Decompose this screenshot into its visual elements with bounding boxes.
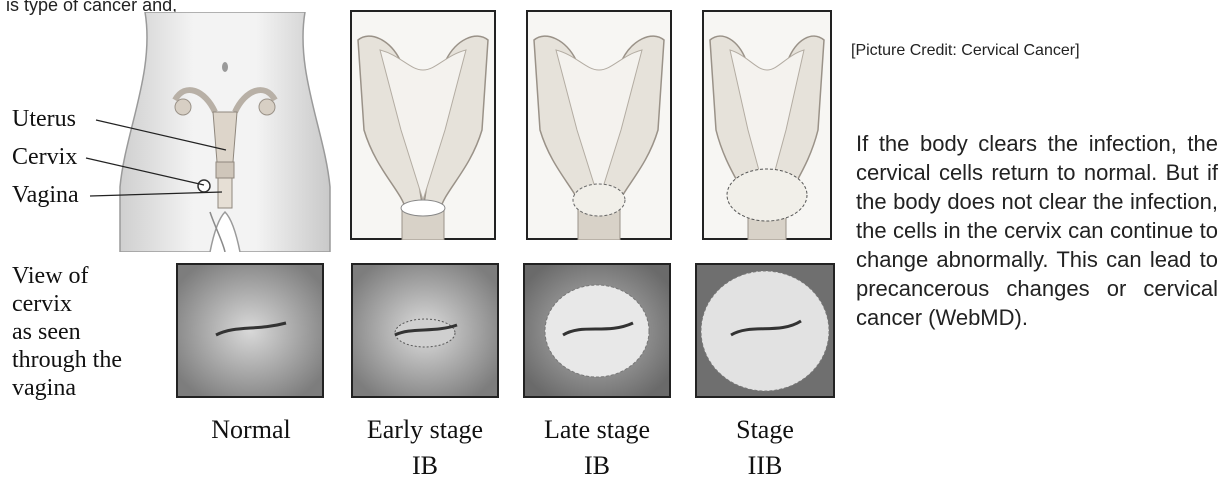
stage-label-line1: Stage bbox=[690, 412, 840, 448]
caption-line: as seen bbox=[12, 318, 172, 346]
cross-section-normal-early bbox=[350, 10, 496, 240]
cervical-cancer-stages-figure: is type of cancer and, Uterus Cervix bbox=[0, 0, 832, 479]
cervix-view-stage-iib bbox=[695, 263, 835, 398]
stage-label-line1: Late stage bbox=[522, 412, 672, 448]
anatomy-leader-lines bbox=[0, 0, 340, 240]
stage-label-late-ib: Late stage IB bbox=[522, 412, 672, 484]
caption-line: through the bbox=[12, 346, 172, 374]
cross-section-late-ib bbox=[526, 10, 672, 240]
stage-label-line1: Normal bbox=[176, 412, 326, 448]
cervix-view-late-ib bbox=[523, 263, 671, 398]
cross-section-stage-iib bbox=[702, 10, 832, 240]
stage-label-line1: Early stage bbox=[350, 412, 500, 448]
body-paragraph: If the body clears the infection, the ce… bbox=[856, 129, 1218, 332]
cervix-view-early-ib bbox=[351, 263, 499, 398]
view-of-cervix-caption: View of cervix as seen through the vagin… bbox=[12, 262, 172, 402]
caption-line: cervix bbox=[12, 290, 172, 318]
picture-credit: [Picture Credit: Cervical Cancer] bbox=[851, 42, 1080, 60]
stage-label-early-ib: Early stage IB bbox=[350, 412, 500, 484]
cervix-view-normal bbox=[176, 263, 324, 398]
caption-line: vagina bbox=[12, 374, 172, 402]
stage-label-stage-iib: Stage IIB bbox=[690, 412, 840, 484]
caption-line: View of bbox=[12, 262, 172, 290]
stage-label-normal: Normal bbox=[176, 412, 326, 448]
